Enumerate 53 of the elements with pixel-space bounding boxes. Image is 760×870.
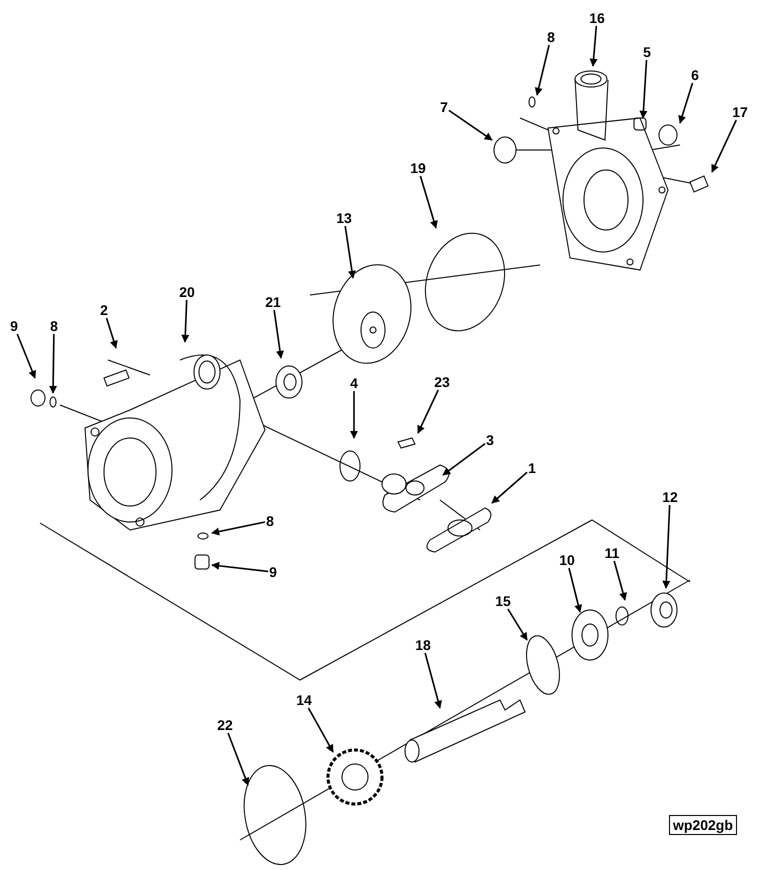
leader-arrow [181, 300, 190, 343]
callout-number: 7 [440, 100, 448, 114]
callout-number: 10 [559, 553, 575, 567]
leader-arrow [211, 562, 268, 572]
leader-arrow [350, 391, 358, 439]
callout-number: 4 [350, 376, 358, 390]
callout-number: 22 [217, 718, 233, 732]
callout-number: 8 [547, 30, 555, 44]
leader-arrow [613, 560, 627, 601]
leader-arrow [662, 504, 670, 589]
callout-number: 17 [732, 105, 748, 119]
callout-number: 5 [643, 45, 651, 59]
leader-arrow [568, 568, 582, 613]
leader-arrow [417, 390, 439, 434]
callout-number: 8 [50, 319, 58, 333]
leader-arrow [711, 120, 737, 173]
leader-arrow [424, 652, 442, 709]
leader-arrow [49, 334, 58, 394]
callout-number: 6 [691, 68, 699, 82]
leader-arrow [442, 443, 486, 476]
callout-number: 20 [179, 285, 195, 299]
callout-number: 8 [266, 514, 274, 528]
leader-arrow [534, 44, 550, 96]
callout-number: 3 [486, 433, 494, 447]
callout-number: 11 [604, 546, 620, 560]
callout-number: 1 [528, 461, 536, 475]
callout-number: 15 [495, 594, 511, 608]
callout-number: 23 [434, 375, 450, 389]
leader-arrow [227, 732, 250, 786]
callout-number: 12 [662, 490, 678, 504]
leader-arrow [273, 310, 284, 359]
callout-number: 14 [296, 693, 312, 707]
callout-number: 21 [265, 295, 281, 309]
leader-arrow [678, 82, 694, 124]
leader-arrow [448, 110, 493, 141]
leader-arrow [491, 472, 528, 504]
callout-number: 2 [100, 303, 108, 317]
leader-arrow [590, 26, 598, 67]
callout-number: 13 [336, 211, 352, 225]
leader-arrow [507, 608, 528, 641]
leader-arrow [211, 521, 266, 536]
callout-number: 19 [410, 161, 426, 175]
leader-arrow [420, 176, 438, 229]
callout-number: 9 [10, 319, 18, 333]
drawing-number: wp202gb [669, 815, 737, 835]
callout-number: 16 [589, 11, 605, 25]
leader-arrow [106, 318, 118, 349]
callout-number: 18 [415, 638, 431, 652]
leader-arrow [308, 708, 334, 753]
leader-arrow [16, 334, 36, 379]
callout-number: 9 [269, 565, 277, 579]
leader-arrow [639, 60, 648, 119]
leader-arrow [344, 226, 356, 279]
